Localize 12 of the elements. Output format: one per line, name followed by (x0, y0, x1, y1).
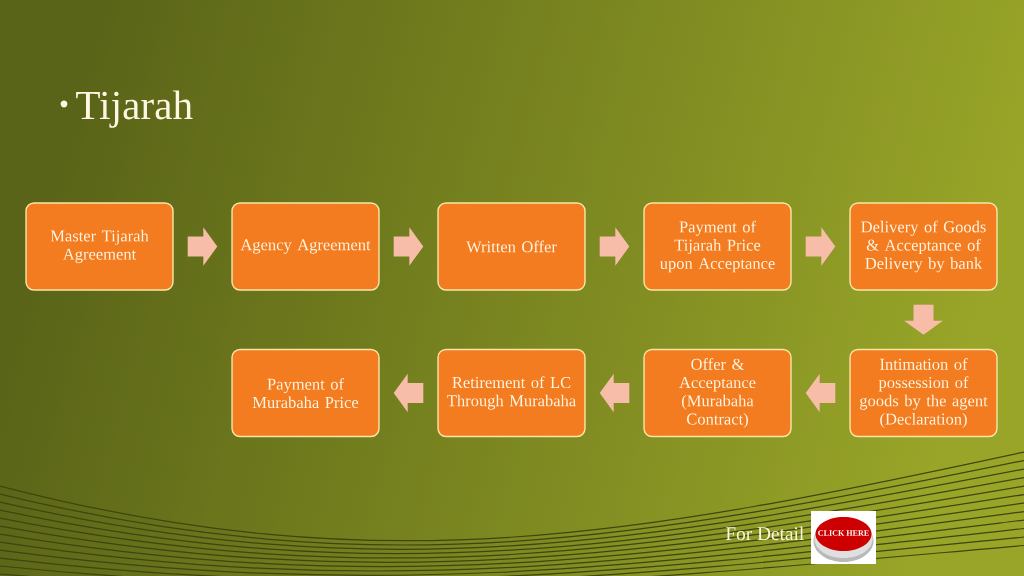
process-box: Payment of Tijarah Price upon Acceptance (643, 202, 792, 291)
process-box: Intimation of possession of goods by the agent (Declaration) (849, 348, 998, 438)
caption-text: For Detail (725, 526, 804, 541)
click-here-button: CLICK HERE (811, 511, 876, 564)
process-box: Payment of Murabaha Price (231, 348, 380, 438)
process-box: Master Tijarah Agreement (25, 202, 174, 291)
slide-title: Tijarah (76, 90, 193, 128)
process-box: Agency Agreement (231, 202, 380, 291)
process-box: Offer & Acceptance (Murabaha Contract) (643, 348, 792, 438)
process-box: Delivery of Goods & Acceptance of Delivery by bank (849, 202, 998, 291)
process-box: Written Offer (437, 202, 586, 291)
process-box: Retirement of LC Through Murabaha (437, 348, 586, 438)
